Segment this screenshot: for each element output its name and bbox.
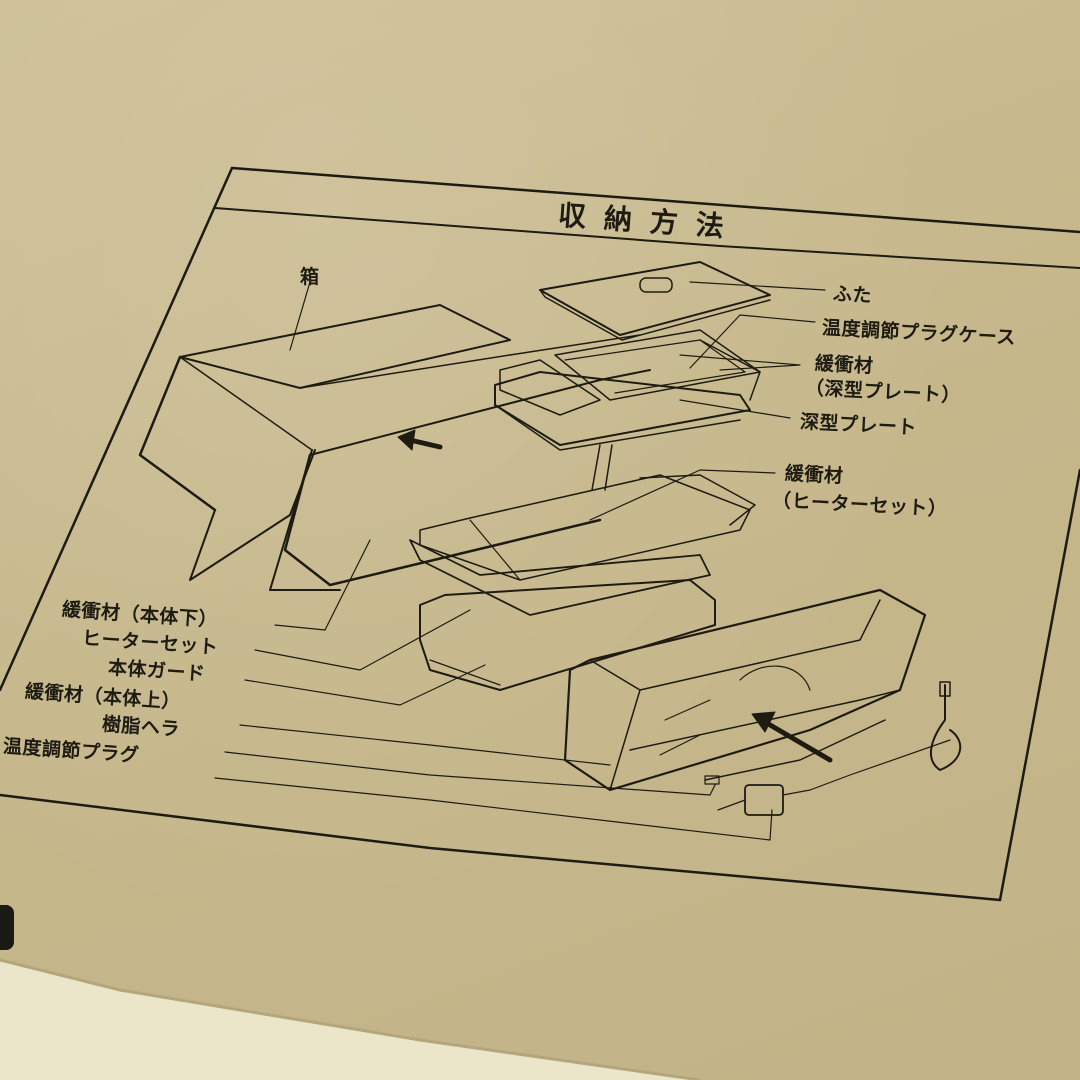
label-box: 箱: [300, 266, 320, 288]
label-resin-spatula: 樹脂ヘラ: [101, 713, 181, 741]
label-lid: ふた: [832, 282, 873, 308]
label-cushion-heater: 緩衝材: [784, 462, 844, 488]
torn-hole: [0, 905, 14, 950]
